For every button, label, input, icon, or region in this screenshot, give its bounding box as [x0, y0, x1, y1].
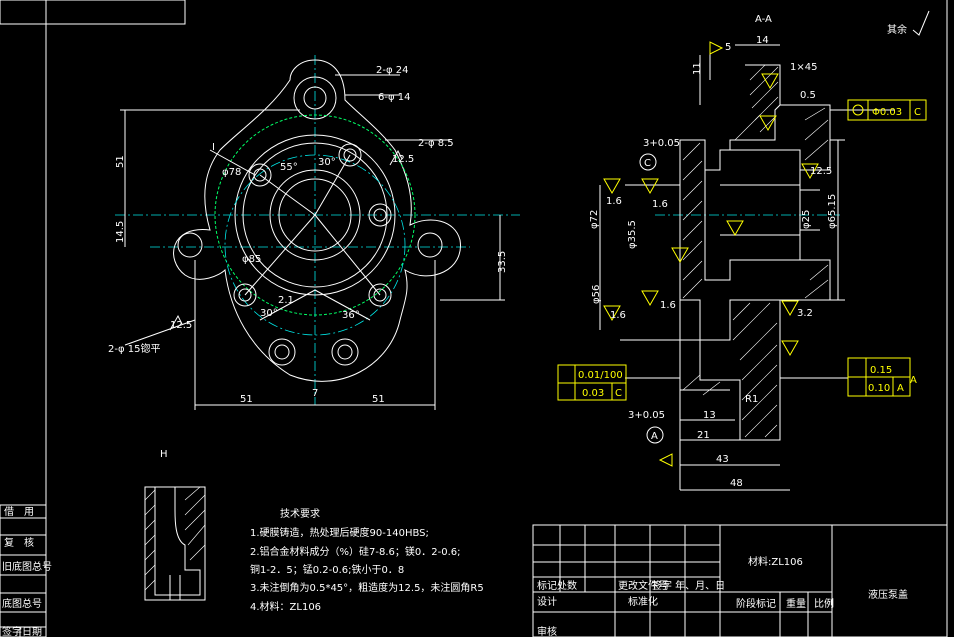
strip-item-3: 核: [24, 536, 34, 549]
label-I: I: [212, 142, 215, 153]
dim-33-5: 33.5: [497, 251, 508, 273]
file-no: 更改文件号: [618, 579, 668, 592]
dim-ang30a: 30°: [318, 157, 336, 168]
dim-14: 14: [756, 35, 769, 46]
datum-a: A: [651, 431, 658, 442]
dim-1-6c: 1.6: [610, 310, 626, 321]
dim-13: 13: [703, 410, 716, 421]
tol-perp: Φ0.03: [872, 107, 902, 118]
strip-item-0: 借: [4, 506, 14, 518]
strip-item-1: 用: [24, 507, 34, 518]
corner-box: [0, 0, 186, 25]
section-view: [557, 10, 930, 491]
strip-item-5: 底图总号: [2, 597, 42, 610]
dim-holes-8-5: 2-φ 8.5: [418, 138, 454, 149]
strip-item-4: 旧底图总号: [2, 560, 52, 573]
tol-run1-ref: A: [910, 375, 917, 386]
mark-revision: 标记处数: [537, 579, 577, 592]
roughness-2: 12.5: [392, 154, 414, 165]
tol-run2: 0.10: [868, 383, 890, 394]
tol-flat2: 0.03: [582, 388, 604, 399]
dim-ang55: 55°: [280, 162, 298, 173]
tech-req-line-1: 1.硬膜铸造，热处理后硬度90-140HBS;: [250, 526, 429, 539]
strip-item-7: 日期: [22, 626, 42, 637]
title-block: [532, 524, 948, 637]
dim-height14-5: 14.5: [115, 221, 126, 243]
dim-1x45: 1×45: [790, 62, 817, 73]
dim-v5: φ65.15: [827, 194, 838, 229]
dim-v1: φ72: [589, 210, 600, 229]
dim-21: 21: [697, 430, 710, 441]
scale: 比例: [814, 597, 834, 610]
detail-view: [144, 486, 206, 601]
dim-w51-left: 51: [240, 394, 253, 405]
dim-1-6b: 1.6: [652, 199, 668, 210]
dim-top-hole: 2-φ 24: [376, 65, 408, 76]
dim-dia85: φ85: [242, 254, 261, 265]
dim-3-2: 3.2: [797, 308, 813, 319]
standardize: 标准化: [628, 595, 658, 608]
tol-flat-ref: C: [615, 388, 622, 399]
designer: 设计: [537, 595, 557, 608]
dim-11: 11: [692, 62, 703, 75]
tech-req-line-5: 4.材料：ZL106: [250, 600, 321, 613]
dim-ang30b: 30°: [260, 308, 278, 319]
tol-run-ref: A: [897, 383, 904, 394]
dim-r2: 2.1: [278, 295, 294, 306]
front-view: [115, 55, 520, 410]
tech-req-line-3: 铜1-2．5；锰0.2-0.6;铁小于0．8: [250, 563, 404, 576]
dim-5: 5: [725, 42, 731, 53]
strip-item-6: 签字: [2, 625, 22, 637]
tech-req-title: 技术要求: [280, 507, 320, 520]
dim-43: 43: [716, 454, 729, 465]
review: 审核: [537, 625, 557, 637]
dim-height51: 51: [115, 155, 126, 168]
stage-mark: 阶段标记: [736, 597, 776, 610]
left-strip-table: [0, 504, 47, 637]
detail-label-h: H: [160, 449, 168, 460]
dim-dia78: φ78: [222, 167, 241, 178]
dim-r1: R1: [745, 394, 758, 405]
dim-w51-right: 51: [372, 394, 385, 405]
tech-req-line-4: 3.未注倒角为0.5*45°，粗造度为12.5，未注圆角R5: [250, 581, 484, 594]
dim-3b: 3+0.05: [628, 410, 665, 421]
tol-run1: 0.15: [870, 365, 892, 376]
dim-v4: φ25: [801, 210, 812, 229]
material-label: 材料:ZL106: [748, 555, 803, 568]
dim-12-5: 12.5: [810, 166, 832, 177]
dim-w7: 7: [312, 388, 318, 399]
tol-flat: 0.01/100: [578, 370, 623, 381]
dim-3: 3+0.05: [643, 138, 680, 149]
dim-ang36: 36°: [342, 310, 360, 321]
section-title: A-A: [755, 14, 772, 25]
datum-c: C: [644, 158, 651, 169]
weight: 重量: [786, 597, 806, 610]
roughness-other: 其余: [887, 23, 907, 36]
strip-item-2: 复: [4, 536, 14, 549]
dim-top-slot: 6-φ 14: [378, 92, 410, 103]
dim-1-6a: 1.6: [606, 196, 622, 207]
dim-1-6d: 1.6: [660, 300, 676, 311]
tol-perp-ref: C: [914, 107, 921, 118]
part-name: 液压泵盖: [868, 588, 908, 601]
dim-48: 48: [730, 478, 743, 489]
dim-v3: φ56: [591, 285, 602, 304]
dim-c05: 0.5: [800, 90, 816, 101]
roughness-1: 12.5: [170, 320, 192, 331]
dim-bottom-hole: 2-φ 15锪平: [108, 342, 160, 355]
dim-v2: φ35.5: [627, 220, 638, 249]
sign-date: 签字 年、月、日: [652, 579, 725, 592]
tech-req-line-2: 2.铝合金材料成分（%）硅7-8.6；镁0．2-0.6;: [250, 545, 461, 558]
